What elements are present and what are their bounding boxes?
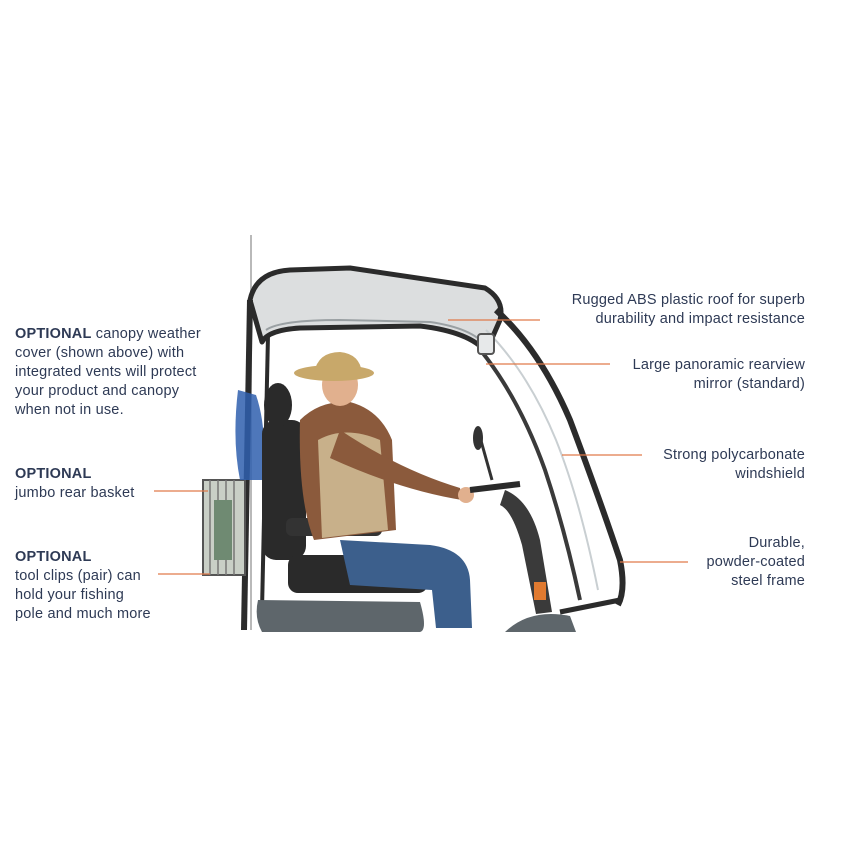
callout-windshield: Strong polycarbonate windshield xyxy=(663,446,805,484)
optional-tag: OPTIONAL xyxy=(15,326,92,342)
callout-text: when not in use. xyxy=(15,402,124,418)
callout-text: durability and impact resistance xyxy=(595,311,805,327)
callout-tool-clips: OPTIONAL tool clips (pair) can hold your… xyxy=(15,548,151,624)
callout-text: Rugged ABS plastic roof for superb xyxy=(571,292,805,308)
callout-text: powder-coated xyxy=(706,554,805,570)
callout-text: Large panoramic rearview xyxy=(632,357,805,373)
fishing-net xyxy=(235,390,264,480)
callout-text: pole and much more xyxy=(15,606,151,622)
callout-text: cover (shown above) with xyxy=(15,345,185,361)
callout-rear-basket: OPTIONAL jumbo rear basket xyxy=(15,465,134,503)
callout-text: jumbo rear basket xyxy=(15,485,135,501)
optional-tag: OPTIONAL xyxy=(15,466,92,482)
callout-canopy-cover: OPTIONAL canopy weather cover (shown abo… xyxy=(15,325,201,420)
callout-mirror: Large panoramic rearview mirror (standar… xyxy=(633,356,805,394)
callout-text: integrated vents will protect xyxy=(15,364,197,380)
callout-text: canopy weather xyxy=(91,326,201,342)
callout-text: windshield xyxy=(735,466,805,482)
front-frame xyxy=(493,307,626,607)
rear-basket xyxy=(202,479,246,576)
windshield-edge xyxy=(480,350,582,601)
canopy-roof xyxy=(247,265,504,355)
scooter-base xyxy=(256,600,576,632)
callout-roof: Rugged ABS plastic roof for superb durab… xyxy=(572,291,805,329)
callout-text: your product and canopy xyxy=(15,383,180,399)
rearview-mirror xyxy=(477,333,495,355)
callout-text: Strong polycarbonate xyxy=(663,447,805,463)
callout-text: hold your fishing xyxy=(15,587,124,603)
callout-text: mirror (standard) xyxy=(693,376,805,392)
callout-text: steel frame xyxy=(731,573,805,589)
optional-tag: OPTIONAL xyxy=(15,549,92,565)
callout-text: Durable, xyxy=(748,535,805,551)
rider xyxy=(294,352,474,628)
callout-frame: Durable, powder-coated steel frame xyxy=(706,534,805,591)
callout-text: tool clips (pair) can xyxy=(15,568,141,584)
tiller xyxy=(469,426,552,614)
